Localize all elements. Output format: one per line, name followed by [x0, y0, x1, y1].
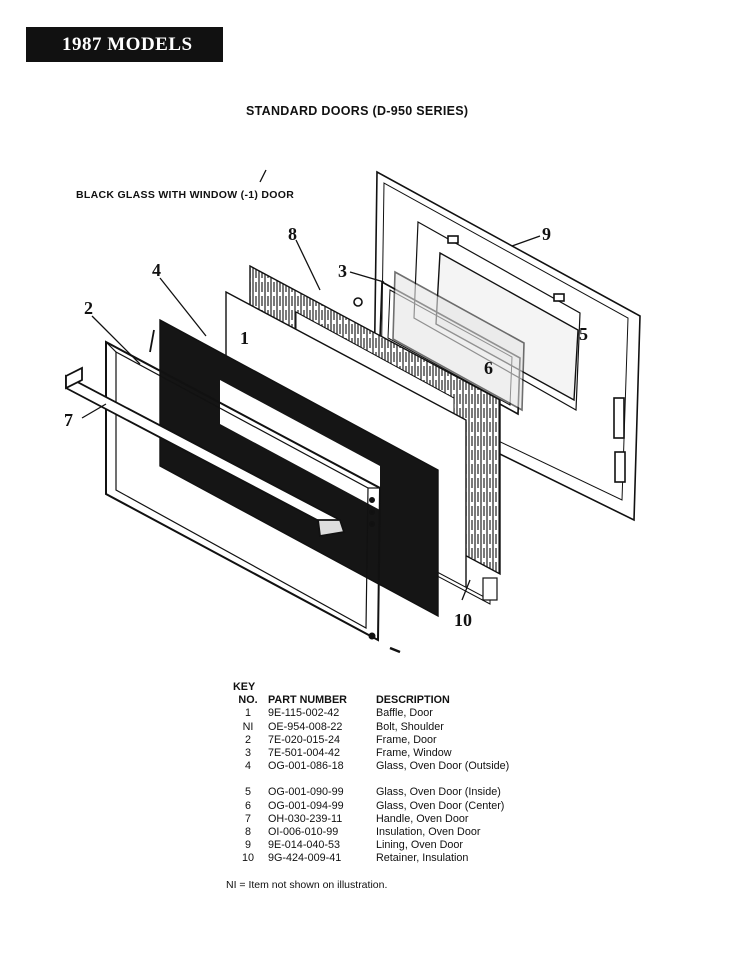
- table-row: NI OE-954-008-22 Bolt, Shoulder: [230, 721, 509, 734]
- callout-3: 3: [338, 261, 347, 281]
- row-desc: Insulation, Oven Door: [376, 826, 481, 839]
- row-key: 10: [241, 852, 254, 865]
- row-desc: Glass, Oven Door (Inside): [376, 786, 501, 799]
- row-desc: Baffle, Door: [376, 707, 433, 720]
- row-desc: Frame, Door: [376, 733, 437, 746]
- row-key: 9: [244, 839, 251, 852]
- row-part: OG-001-094-99: [268, 799, 344, 812]
- row-desc: Handle, Oven Door: [376, 812, 469, 825]
- row-part: OG-001-090-99: [268, 786, 344, 799]
- row-part: 7E-020-015-24: [268, 733, 341, 746]
- callout-8: 8: [288, 224, 297, 244]
- row-key: 4: [244, 760, 251, 773]
- footnote: NI = Item not shown on illustration.: [226, 879, 388, 891]
- header-desc: DESCRIPTION: [376, 694, 450, 707]
- row-key: 5: [244, 786, 251, 799]
- oven-door-handle: [65, 329, 346, 538]
- table-row: 4 OG-001-086-18 Glass, Oven Door (Outsid…: [230, 760, 509, 773]
- row-desc: Glass, Oven Door (Center): [376, 799, 505, 812]
- callout-5: 5: [579, 324, 588, 344]
- callout-9: 9: [542, 224, 551, 244]
- row-desc: Glass, Oven Door (Outside): [376, 760, 510, 773]
- leader-lines: [81, 169, 541, 601]
- callout-10: 10: [454, 610, 472, 630]
- window-frame: [353, 270, 525, 416]
- table-row: 10 9G-424-009-41 Retainer, Insulation: [230, 852, 509, 865]
- row-key: 7: [244, 812, 251, 825]
- callout-4: 4: [152, 260, 161, 280]
- door-frame: [105, 340, 401, 654]
- row-key: 3: [244, 747, 251, 760]
- table-row: 8 OI-006-010-99 Insulation, Oven Door: [230, 826, 509, 839]
- row-key: 8: [244, 826, 251, 839]
- header-key: NO.: [238, 694, 258, 707]
- row-part: 9G-424-009-41: [268, 852, 342, 865]
- table-gap: [230, 773, 509, 786]
- door-subtitle: BLACK GLASS WITH WINDOW (-1) DOOR: [76, 189, 295, 201]
- row-part: 9E-014-040-53: [268, 839, 341, 852]
- row-desc: Frame, Window: [376, 747, 452, 760]
- table-row: 5 OG-001-090-99 Glass, Oven Door (Inside…: [230, 786, 509, 799]
- row-part: OH-030-239-11: [268, 812, 343, 825]
- table-row: 1 9E-115-002-42 Baffle, Door: [230, 707, 509, 720]
- page-title: STANDARD DOORS (D-950 SERIES): [246, 104, 469, 118]
- row-desc: Bolt, Shoulder: [376, 720, 444, 733]
- table-row: 3 7E-501-004-42 Frame, Window: [230, 747, 509, 760]
- row-part: 7E-501-004-42: [268, 747, 341, 760]
- row-desc: Lining, Oven Door: [376, 839, 464, 852]
- row-part: OG-001-086-18: [268, 760, 344, 773]
- table-row: 7 OH-030-239-11 Handle, Oven Door: [230, 813, 509, 826]
- header-part: PART NUMBER: [268, 694, 347, 707]
- table-row: 9 9E-014-040-53 Lining, Oven Door: [230, 839, 509, 852]
- callout-2: 2: [84, 298, 93, 318]
- models-banner: 1987 MODELS: [26, 27, 223, 62]
- table-row: 2 7E-020-015-24 Frame, Door: [230, 734, 509, 747]
- row-part: OI-006-010-99: [268, 826, 339, 839]
- key-label: KEY: [233, 681, 256, 693]
- row-part: OE-954-008-22: [268, 720, 343, 733]
- callout-7: 7: [64, 410, 73, 430]
- row-key: NI: [242, 720, 254, 733]
- row-key: 1: [244, 707, 251, 720]
- parts-table-header: NO. PART NUMBER DESCRIPTION: [230, 694, 509, 707]
- row-key: 6: [244, 799, 251, 812]
- row-key: 2: [244, 733, 251, 746]
- parts-table: KEY NO. PART NUMBER DESCRIPTION 1 9E-115…: [230, 681, 509, 866]
- callout-1: 1: [240, 328, 249, 348]
- table-row: 6 OG-001-094-99 Glass, Oven Door (Center…: [230, 800, 509, 813]
- row-desc: Retainer, Insulation: [376, 852, 469, 865]
- row-part: 9E-115-002-42: [268, 707, 340, 720]
- callout-6: 6: [484, 358, 493, 378]
